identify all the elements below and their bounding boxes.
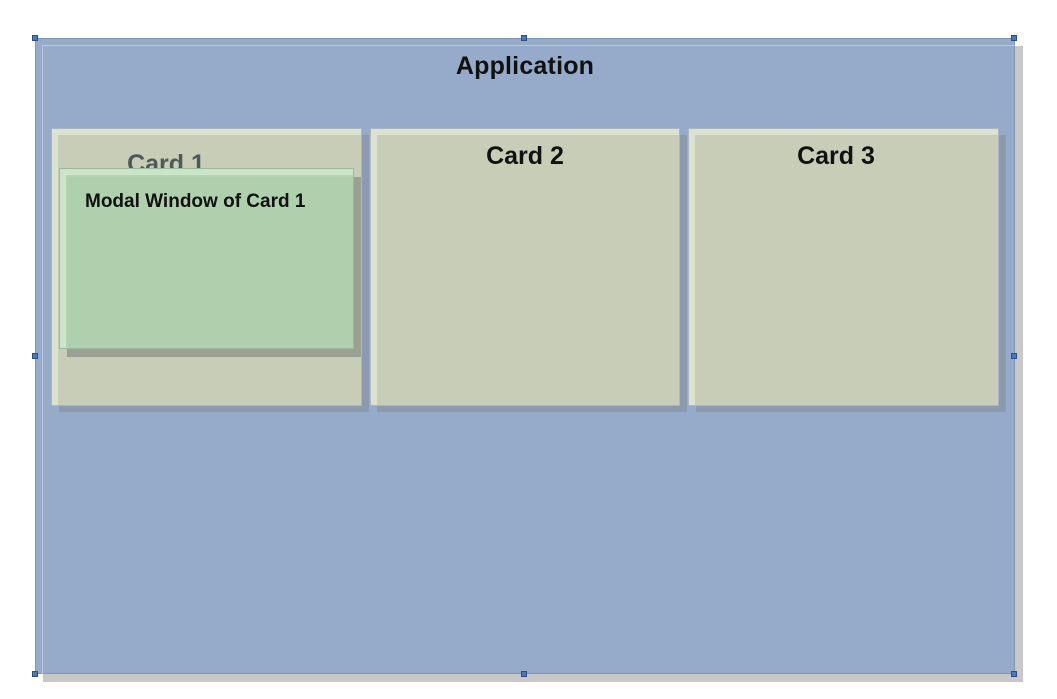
card-3[interactable] [688,128,999,406]
application-title: Application [455,52,595,80]
selection-handle-top-left[interactable] [32,35,38,41]
selection-handle-top-right[interactable] [1011,35,1017,41]
selection-handle-middle-right[interactable] [1011,353,1017,359]
card-3-title: Card 3 [797,142,875,170]
selection-handle-middle-left[interactable] [32,353,38,359]
modal-window[interactable] [59,168,354,349]
selection-handle-bottom-left[interactable] [32,671,38,677]
selection-handle-top-center[interactable] [521,35,527,41]
selection-handle-bottom-center[interactable] [521,671,527,677]
modal-title: Modal Window of Card 1 [85,191,306,212]
card-2[interactable] [370,128,680,406]
selection-handle-bottom-right[interactable] [1011,671,1017,677]
card-2-title: Card 2 [486,142,564,170]
